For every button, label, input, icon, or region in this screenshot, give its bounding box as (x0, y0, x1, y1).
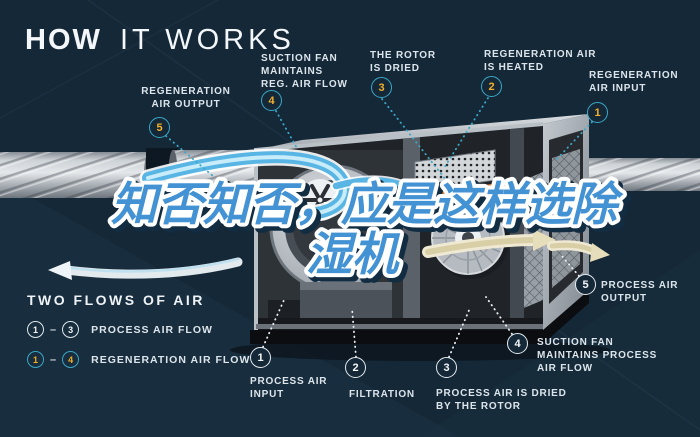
dehumidifier-unit (250, 114, 589, 344)
callout-connectors (165, 97, 593, 358)
legend: TWO FLOWS OF AIR 1 – 3 PROCESS AIR FLOW … (27, 292, 250, 368)
legend-row-regeneration: 1 – 4 REGENERATION AIR FLOW (27, 351, 250, 368)
perforated-panel (414, 149, 496, 193)
label-suction-fan-process: SUCTION FAN MAINTAINS PROCESS AIR FLOW (537, 337, 658, 374)
legend-process-from: 1 (27, 321, 44, 338)
label-regeneration-air-heated: REGENERATION AIR IS HEATED (484, 49, 597, 73)
badge-regen-3: 3 (371, 77, 392, 98)
badge-regen-2-number: 2 (488, 80, 495, 93)
badge-regen-1: 1 (587, 102, 608, 123)
label-rotor-is-dried: THE ROTOR IS DRIED (370, 50, 436, 74)
legend-heading: TWO FLOWS OF AIR (27, 292, 205, 308)
badge-process-1-number: 1 (257, 351, 264, 364)
title-light: IT WORKS (119, 24, 295, 56)
badge-process-3-number: 3 (443, 361, 450, 374)
badge-regen-2: 2 (481, 76, 502, 97)
label-regeneration-air-output: REGENERATION AIR OUTPUT (141, 86, 231, 110)
white-airflow-arrow (48, 257, 243, 280)
label-process-air-input: PROCESS AIR INPUT (250, 376, 328, 400)
legend-regen-from: 1 (27, 351, 44, 368)
beige-airflow-arrows (422, 229, 610, 262)
badge-process-3: 3 (436, 357, 457, 378)
label-suction-fan-reg: SUCTION FAN MAINTAINS REG. AIR FLOW (261, 53, 348, 90)
badge-process-2: 2 (345, 357, 366, 378)
heater (418, 183, 498, 206)
legend-process-label: PROCESS AIR FLOW (91, 323, 213, 336)
label-regeneration-air-input: REGENERATION AIR INPUT (589, 70, 679, 94)
title-bold: HOW (25, 24, 102, 56)
badge-process-4-number: 4 (514, 337, 521, 350)
legend-separator: – (50, 323, 57, 336)
legend-regen-to: 4 (62, 351, 80, 368)
badge-regen-3-number: 3 (378, 81, 385, 94)
badge-process-5: 5 (575, 274, 596, 295)
badge-process-5-number: 5 (582, 278, 589, 291)
label-process-air-dried: PROCESS AIR IS DRIED BY THE ROTOR (436, 388, 567, 412)
legend-regen-label: REGENERATION AIR FLOW (91, 353, 251, 366)
legend-process-to: 3 (62, 321, 80, 338)
badge-regen-1-number: 1 (594, 106, 601, 119)
badge-process-1: 1 (250, 347, 271, 368)
label-process-air-output: PROCESS AIR OUTPUT (601, 280, 679, 304)
right-duct (578, 158, 700, 191)
legend-row-process: 1 – 3 PROCESS AIR FLOW (27, 321, 250, 338)
badge-process-2-number: 2 (352, 361, 359, 374)
blue-airflow-arrows (139, 148, 432, 223)
legend-separator-2: – (50, 353, 57, 366)
badge-regen-4: 4 (261, 90, 282, 111)
badge-regen-5: 5 (149, 117, 170, 138)
badge-process-4: 4 (507, 333, 528, 354)
badge-regen-5-number: 5 (156, 121, 163, 134)
page-title: HOW IT WORKS (25, 24, 295, 57)
label-filtration: FILTRATION (349, 389, 415, 400)
badge-regen-4-number: 4 (268, 94, 275, 107)
